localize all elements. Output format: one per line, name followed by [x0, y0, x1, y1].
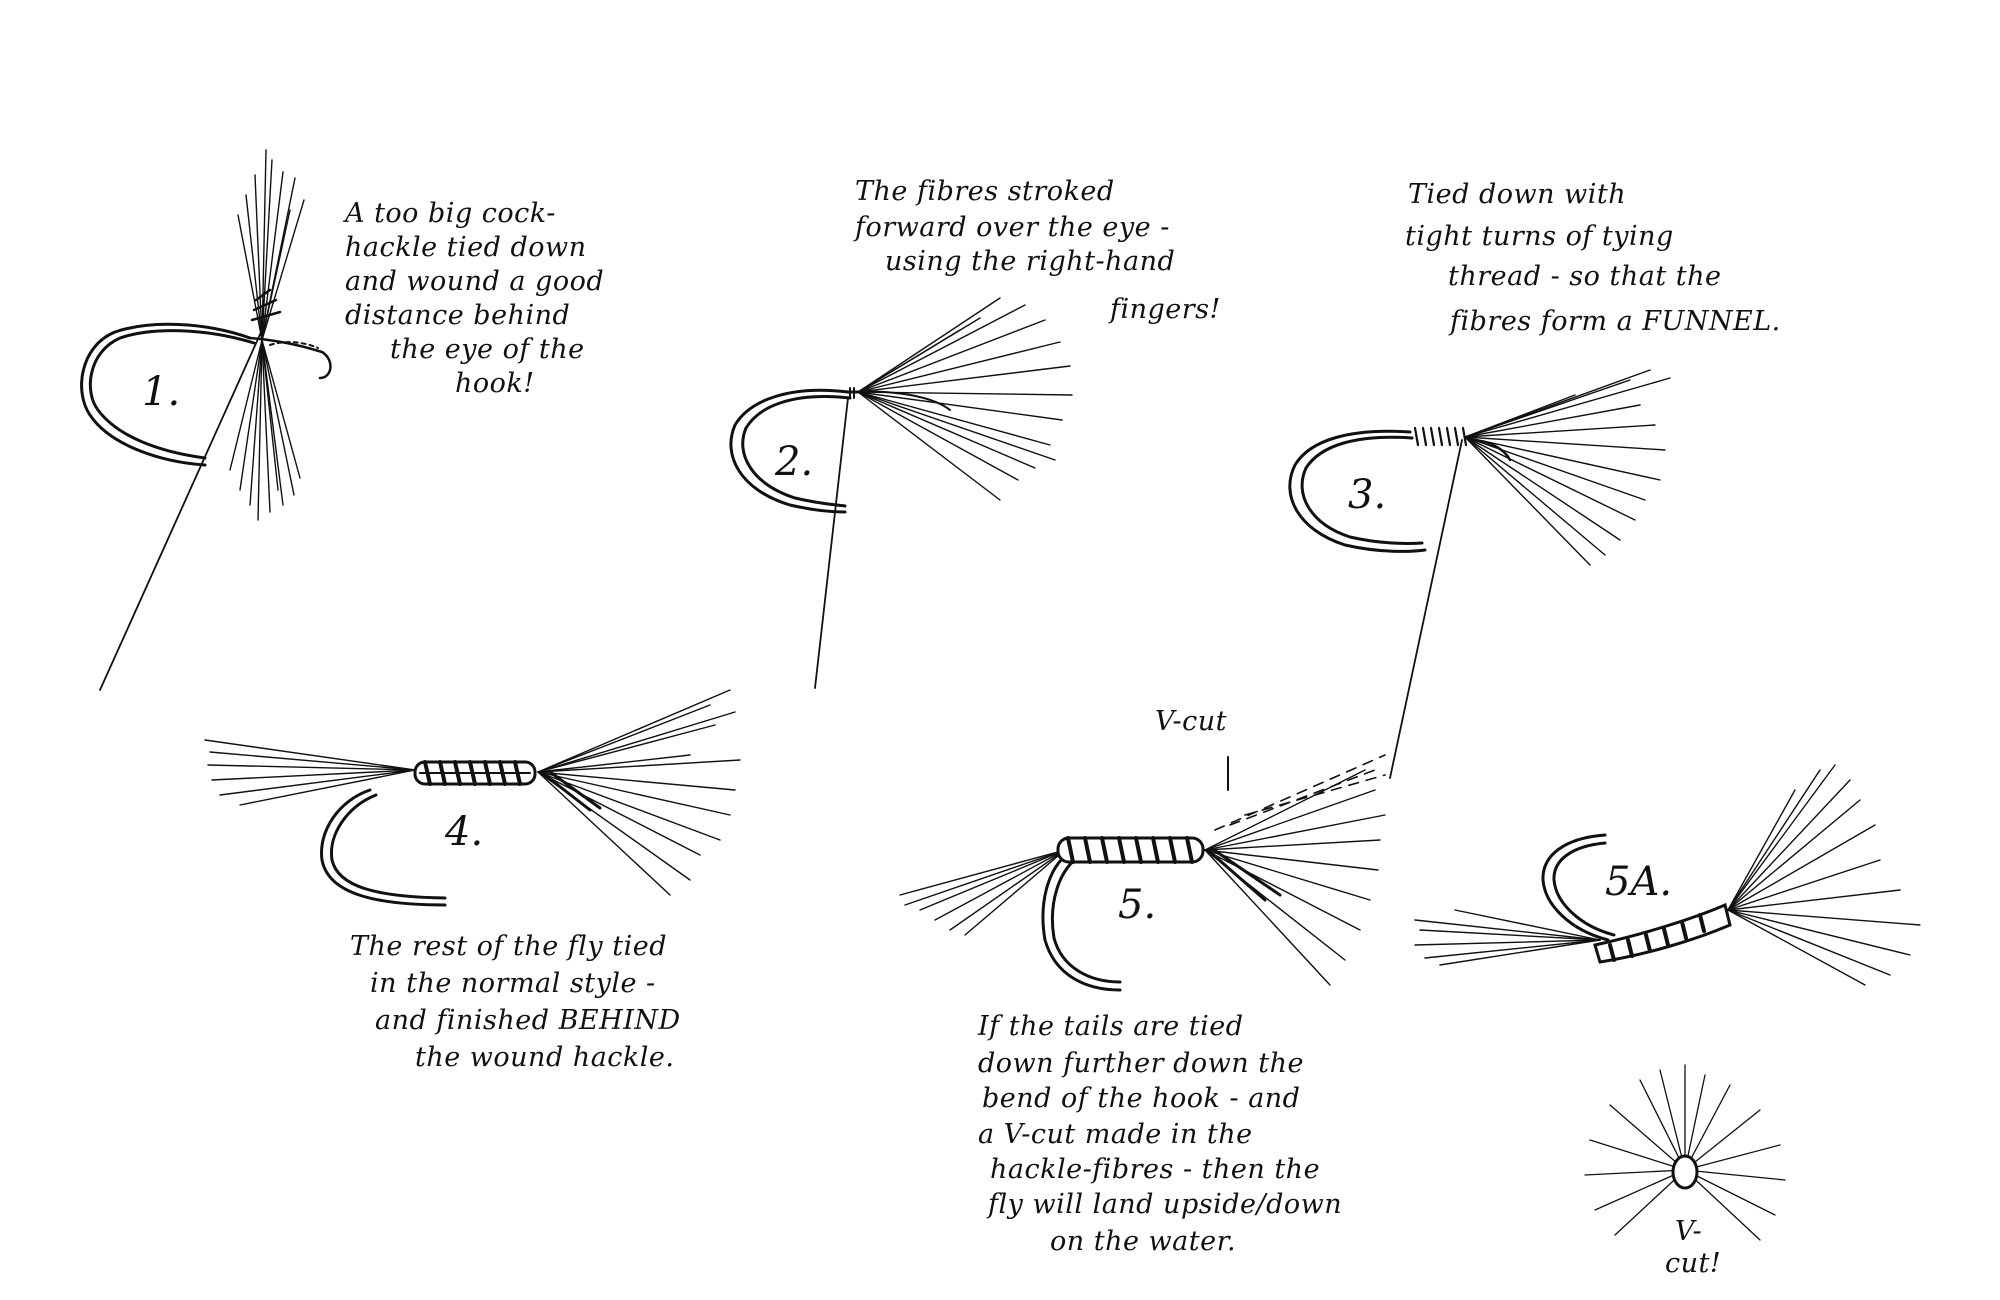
v-cut-detail-eye [1671, 1154, 1699, 1190]
step-5-tail [899, 849, 1066, 936]
step-4-tail [204, 739, 416, 806]
step-3-hackle [1464, 369, 1671, 566]
v-cut-detail-label-line: cut! [1665, 1248, 1721, 1279]
step-3-figure: 3. Tied down with tight turns of tying t… [1288, 179, 1781, 779]
step-2-number: 2. [774, 439, 813, 485]
step-3-caption-line: fibres form a FUNNEL. [1448, 306, 1781, 337]
step-3-thread [1389, 439, 1463, 779]
step-2-hackle [849, 297, 1073, 501]
step-3-wraps [1413, 426, 1468, 447]
step-3-caption-line: tight turns of tying [1405, 221, 1674, 252]
step-2-figure: 2. The fibres stroked forward over the e… [729, 176, 1221, 689]
step-4-caption-line: the wound hackle. [415, 1042, 674, 1073]
step-2-thread [814, 397, 849, 689]
v-cut-label: V-cut [1155, 706, 1227, 737]
step-4-caption-line: in the normal style - [370, 968, 656, 999]
step-5a-body [1593, 902, 1732, 964]
step-5a-tail [1414, 909, 1601, 966]
step-2-caption-line: fingers! [1108, 294, 1221, 325]
step-3-caption-line: thread - so that the [1448, 261, 1721, 292]
step-2-caption-line: using the right-hand [885, 246, 1175, 277]
step-5-hackle [1204, 769, 1386, 986]
step-1-caption-line: A too big cock- [342, 198, 556, 229]
step-1-hackle [229, 149, 319, 521]
step-5-caption-line: down further down the [978, 1048, 1304, 1079]
step-1-caption-line: distance behind [345, 300, 570, 331]
step-4-number: 4. [444, 809, 483, 855]
step-2-caption-line: The fibres stroked [855, 176, 1115, 207]
step-5-number: 5. [1118, 882, 1156, 928]
v-cut-dashes [1214, 754, 1386, 831]
step-1-caption-line: the eye of the [390, 334, 585, 365]
step-5-hook [1041, 848, 1122, 992]
step-5-caption-line: hackle-fibres - then the [990, 1154, 1320, 1185]
step-1-caption-line: hackle tied down [345, 232, 587, 263]
v-cut-detail-label-line: V- [1675, 1216, 1702, 1247]
step-4-caption-line: The rest of the fly tied [350, 931, 667, 962]
step-2-caption: The fibres stroked forward over the eye … [853, 176, 1221, 325]
step-1-number: 1. [142, 369, 180, 415]
step-1-caption-line: hook! [455, 368, 535, 399]
step-3-caption: Tied down with tight turns of tying thre… [1405, 179, 1781, 337]
v-cut-detail-rays [1584, 1064, 1786, 1241]
step-5-caption-line: a V-cut made in the [978, 1119, 1253, 1150]
step-1-figure: 1. A too big cock- hackle tied down and … [80, 149, 604, 691]
step-1-hook [80, 322, 332, 467]
step-5a-figure: 5A. [1414, 764, 1921, 986]
step-5-caption-line: on the water. [1050, 1226, 1236, 1257]
step-4-body [413, 760, 537, 786]
step-4-hackle [537, 689, 741, 896]
step-5-body [1056, 836, 1205, 864]
step-1-thread [99, 329, 263, 691]
step-3-caption-line: Tied down with [1408, 179, 1626, 210]
step-5a-number: 5A. [1605, 859, 1672, 905]
step-3-hook [1288, 429, 1427, 553]
step-5-caption-line: If the tails are tied [977, 1011, 1244, 1042]
step-5-figure: V-cut 5. If the tails are tied down furt… [899, 706, 1386, 1257]
step-5a-hook [1541, 833, 1616, 942]
v-cut-detail: V- cut! [1584, 1064, 1786, 1279]
step-4-figure: 4. The rest of the fly tied in the norma… [204, 689, 741, 1073]
step-1-caption: A too big cock- hackle tied down and wou… [342, 198, 604, 399]
step-5-caption: If the tails are tied down further down … [977, 1011, 1342, 1257]
step-5a-hackle [1727, 764, 1921, 986]
step-3-number: 3. [1348, 472, 1386, 518]
step-5-caption-line: bend of the hook - and [982, 1083, 1300, 1114]
step-2-caption-line: forward over the eye - [853, 212, 1170, 243]
step-4-caption: The rest of the fly tied in the normal s… [350, 931, 681, 1073]
step-4-caption-line: and finished BEHIND [375, 1005, 681, 1036]
step-1-caption-line: and wound a good [345, 266, 604, 297]
step-4-hook [320, 788, 447, 907]
step-5-caption-line: fly will land upside/down [986, 1189, 1342, 1220]
